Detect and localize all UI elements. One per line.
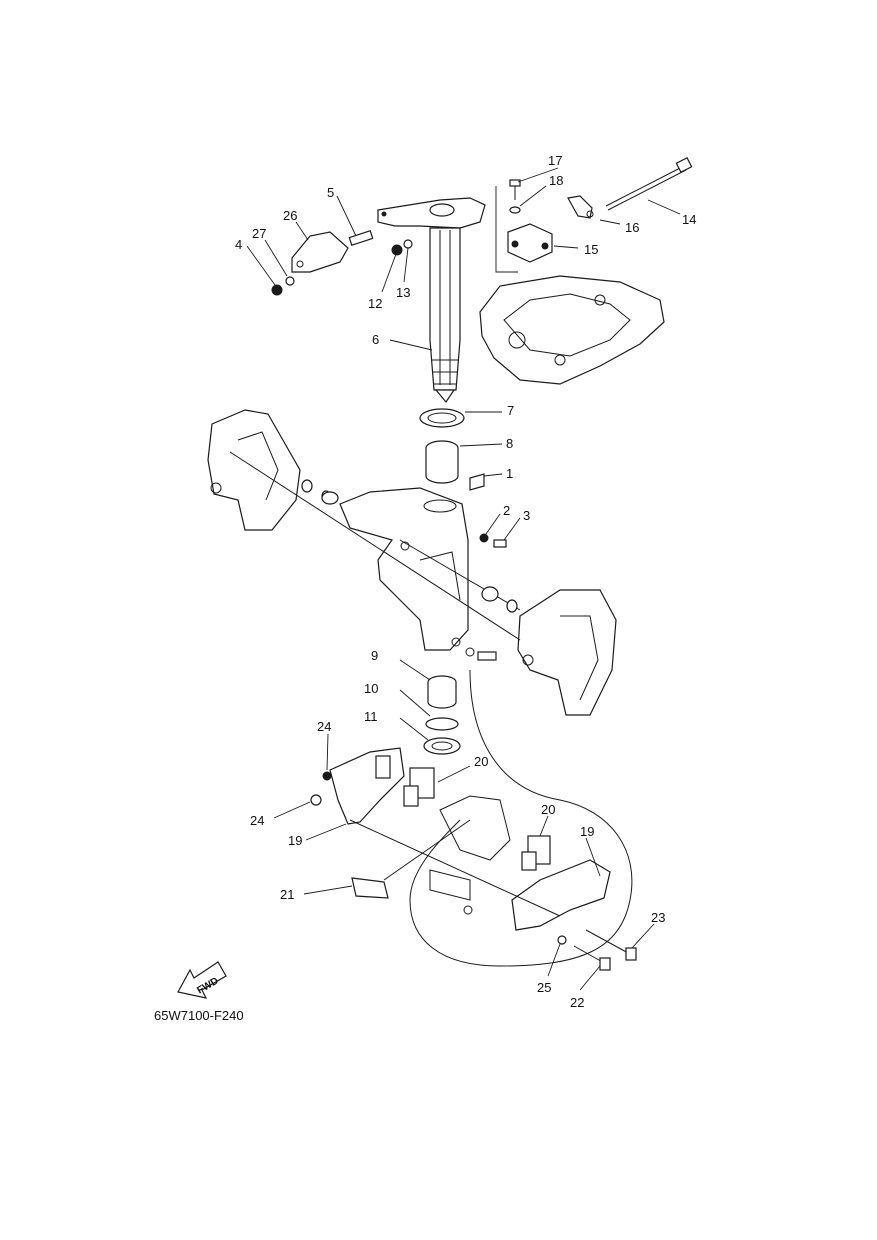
screw-17 [509, 179, 521, 200]
mount-housing-right [511, 859, 611, 931]
rubber-mount-left [403, 767, 435, 807]
callout-3: 3 [523, 508, 530, 523]
callout-18: 18 [549, 173, 563, 188]
washer-13 [403, 239, 413, 249]
callout-8: 8 [506, 436, 513, 451]
callout-7: 7 [507, 403, 514, 418]
bushing-8 [425, 440, 459, 484]
washer-18 [509, 206, 521, 214]
bolt-14 [605, 157, 693, 211]
callout-22: 22 [570, 995, 584, 1010]
callout-1: 1 [506, 466, 513, 481]
callout-19-right: 19 [580, 824, 594, 839]
switch-15 [507, 223, 553, 263]
diagram-code: 65W7100-F240 [154, 1008, 244, 1023]
bottom-cowling-plate [479, 275, 665, 385]
callout-20-right: 20 [541, 802, 555, 817]
leader-lines [246, 167, 681, 991]
nut-27 [285, 276, 295, 286]
bushing-right [481, 586, 499, 602]
grease-nipple [451, 637, 497, 661]
bracket-26 [291, 231, 349, 273]
callout-15: 15 [584, 242, 598, 257]
callout-13: 13 [396, 285, 410, 300]
seal-11 [423, 737, 461, 755]
callout-25: 25 [537, 980, 551, 995]
nut-24-upper [322, 771, 332, 781]
callout-19-left: 19 [288, 833, 302, 848]
clamp-bracket-right [517, 589, 617, 716]
clip-16 [567, 195, 594, 219]
callout-27: 27 [252, 226, 266, 241]
callout-9: 9 [371, 648, 378, 663]
bolt-23 [585, 929, 637, 961]
callout-4: 4 [235, 237, 242, 252]
washer-left [301, 479, 313, 493]
bolt-5 [348, 230, 374, 246]
bolt-22 [573, 945, 611, 971]
clamp-bracket-left [207, 409, 301, 531]
ring-7 [419, 408, 465, 428]
callout-14: 14 [682, 212, 696, 227]
nut-4 [271, 284, 283, 296]
callout-2: 2 [503, 503, 510, 518]
callouts: 1 2 3 4 5 6 7 8 9 10 11 12 13 14 15 16 1… [235, 153, 696, 1010]
callout-17: 17 [548, 153, 562, 168]
steering-arm [377, 197, 486, 229]
callout-16: 16 [625, 220, 639, 235]
steering-shaft [429, 227, 461, 404]
fwd-arrow-icon: FWD [177, 961, 227, 999]
bushing-left [321, 491, 339, 505]
callout-21: 21 [280, 887, 294, 902]
nut-12 [391, 244, 403, 256]
callout-5: 5 [327, 185, 334, 200]
callout-12: 12 [368, 296, 382, 311]
callout-26: 26 [283, 208, 297, 223]
nut-2 [479, 533, 489, 543]
callout-11: 11 [364, 709, 378, 724]
bolt-3 [493, 539, 507, 548]
o-ring-10 [425, 717, 459, 731]
callout-23: 23 [651, 910, 665, 925]
cover-21 [351, 877, 389, 899]
callout-24-upper: 24 [317, 719, 331, 734]
washer-25 [557, 935, 567, 945]
callout-6: 6 [372, 332, 379, 347]
mid-section [429, 795, 511, 915]
callout-10: 10 [364, 681, 378, 696]
bushing-9 [427, 675, 457, 709]
rubber-mount-right [521, 835, 551, 871]
callout-24-lower: 24 [250, 813, 264, 828]
mount-housing-left [329, 747, 405, 825]
piece-1 [469, 473, 485, 491]
nut-24-lower [310, 794, 322, 806]
callout-20-left: 20 [474, 754, 488, 769]
washer-right [506, 599, 518, 613]
